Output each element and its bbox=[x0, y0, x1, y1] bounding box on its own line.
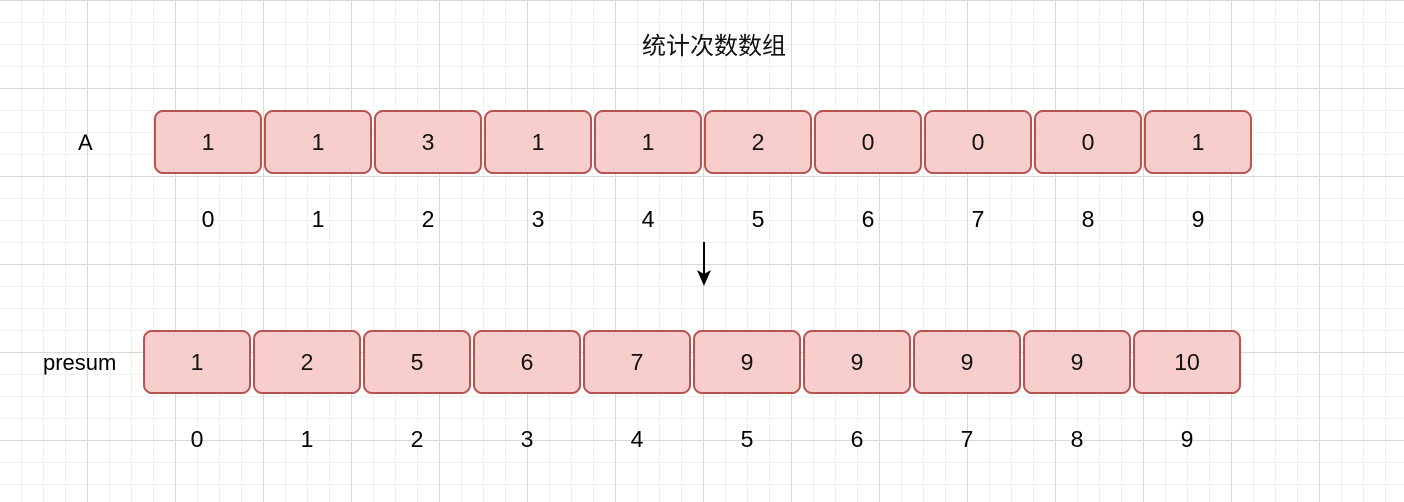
diagram-title: 统计次数数组 bbox=[642, 32, 786, 60]
array-a-cell[interactable]: 1 bbox=[1144, 110, 1252, 174]
array-presum-index: 8 bbox=[1070, 426, 1084, 452]
array-a-index: 7 bbox=[971, 206, 985, 232]
array-presum-index: 5 bbox=[740, 426, 754, 452]
array-presum-cell[interactable]: 9 bbox=[803, 330, 911, 394]
array-a-index: 3 bbox=[531, 206, 545, 232]
array-a-cell[interactable]: 1 bbox=[154, 110, 262, 174]
array-presum-cell[interactable]: 7 bbox=[583, 330, 691, 394]
array-presum-label: presum bbox=[43, 350, 117, 375]
array-presum-index: 1 bbox=[300, 426, 314, 452]
array-presum-cell[interactable]: 9 bbox=[913, 330, 1021, 394]
array-presum-index: 3 bbox=[520, 426, 534, 452]
array-a-index: 0 bbox=[201, 206, 215, 232]
array-a-cell[interactable]: 0 bbox=[1034, 110, 1142, 174]
array-a-index: 8 bbox=[1081, 206, 1095, 232]
array-a-index: 4 bbox=[641, 206, 655, 232]
array-a-cell[interactable]: 0 bbox=[814, 110, 922, 174]
array-a-cell[interactable]: 1 bbox=[594, 110, 702, 174]
array-presum-cell[interactable]: 9 bbox=[693, 330, 801, 394]
array-presum-cell[interactable]: 5 bbox=[363, 330, 471, 394]
array-presum-index: 7 bbox=[960, 426, 974, 452]
array-a-cell[interactable]: 2 bbox=[704, 110, 812, 174]
arrow-down-icon bbox=[697, 242, 711, 286]
array-a-index: 6 bbox=[861, 206, 875, 232]
array-presum-index: 4 bbox=[630, 426, 644, 452]
array-a-index: 5 bbox=[751, 206, 765, 232]
array-a-cell[interactable]: 1 bbox=[484, 110, 592, 174]
array-a-cell[interactable]: 0 bbox=[924, 110, 1032, 174]
array-presum-index: 6 bbox=[850, 426, 864, 452]
array-presum-index: 9 bbox=[1180, 426, 1194, 452]
array-a-index: 9 bbox=[1191, 206, 1205, 232]
array-presum-index: 2 bbox=[410, 426, 424, 452]
array-presum-cell[interactable]: 6 bbox=[473, 330, 581, 394]
array-presum-cell[interactable]: 9 bbox=[1023, 330, 1131, 394]
array-a-index: 1 bbox=[311, 206, 325, 232]
array-presum-index: 0 bbox=[190, 426, 204, 452]
array-a-cell[interactable]: 3 bbox=[374, 110, 482, 174]
array-presum-cell[interactable]: 2 bbox=[253, 330, 361, 394]
array-a-index: 2 bbox=[421, 206, 435, 232]
array-a-cell[interactable]: 1 bbox=[264, 110, 372, 174]
array-presum-cell[interactable]: 1 bbox=[143, 330, 251, 394]
array-a-label: A bbox=[78, 130, 93, 155]
array-presum-cell[interactable]: 10 bbox=[1133, 330, 1241, 394]
